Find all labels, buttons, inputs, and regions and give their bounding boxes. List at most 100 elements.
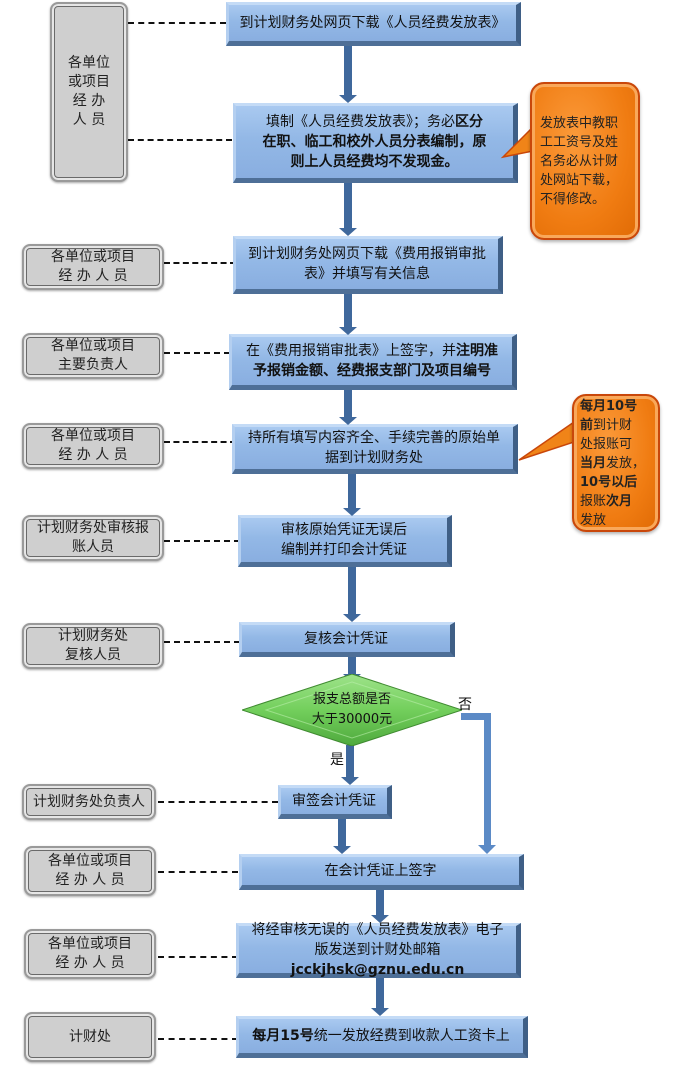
step-text-part: 审核原始凭证无误后: [281, 522, 407, 538]
role-label: 计财处: [69, 1028, 111, 1045]
role-box-unit-handler: 各单位或项目 经 办 人 员: [22, 423, 164, 469]
step-text-part: 编制并打印会计凭证: [281, 542, 407, 558]
step-text: 到计划财务处网页下载《人员经费发放表》: [239, 15, 506, 31]
step-download-salary-form: 到计划财务处网页下载《人员经费发放表》: [226, 2, 521, 46]
step-review-voucher: 复核会计凭证: [239, 622, 455, 657]
step-monthly-payout: 每月15号统一发放经费到收款人工资卡上: [236, 1016, 528, 1058]
step-text: 将经审核无误的《人员经费发放表》电子版发送到计财处邮箱 jcckjhsk@gznu…: [243, 920, 512, 980]
email-address: jcckjhsk@gznu.edu.cn: [290, 961, 465, 978]
step-audit-and-print-voucher: 审核原始凭证无误后编制并打印会计凭证: [238, 515, 452, 567]
role-label: 计划财务处审核报 账人员: [37, 520, 149, 555]
no-branch-arrowhead: [478, 845, 496, 854]
dashed-connector: [164, 441, 236, 443]
decision-text: 报支总额是否 大于30000元: [311, 692, 393, 727]
dashed-connector: [164, 352, 230, 354]
callout-payment-deadline-note: 每月10号 前到计财 处报账可 当月发放， 10号以后 报账次月 发放: [572, 394, 660, 532]
step-text-part: 持所有填写内容齐全、手续完善的原始单: [248, 430, 500, 446]
dashed-connector: [158, 956, 238, 958]
callout-text-part: 处报账可: [580, 436, 633, 452]
callout-text-bold: 次月: [606, 493, 633, 509]
step-approve-voucher: 审签会计凭证: [278, 785, 392, 819]
step-text: 在会计凭证上签字: [324, 863, 437, 879]
dashed-connector: [164, 540, 240, 542]
callout-text-part: 报账: [580, 493, 607, 509]
step-email-salary-form: 将经审核无误的《人员经费发放表》电子版发送到计财处邮箱 jcckjhsk@gznu…: [236, 920, 521, 980]
role-box-finance-head: 计划财务处负责人: [22, 784, 156, 820]
dashed-connector: [158, 871, 238, 873]
step-text-part: 在《费用报销审批表》上签字，并: [246, 343, 456, 359]
step-sign-reimbursement-form: 在《费用报销审批表》上签字，并注明准予报销金额、经费报支部门及项目编号: [229, 334, 517, 390]
dashed-connector: [158, 1038, 238, 1040]
callout-text-bold: 当月: [580, 455, 607, 471]
dashed-connector: [158, 801, 278, 803]
decision-no-label: 否: [458, 697, 472, 713]
callout-text-bold: 前: [580, 417, 594, 433]
step-text-part: 统一发放经费到收款人工资卡上: [313, 1028, 510, 1044]
flow-arrow: [333, 819, 351, 854]
flow-arrow: [339, 183, 357, 236]
callout-text-part: 发放: [580, 512, 607, 528]
role-label: 各单位或项目 经 办 人 员: [51, 249, 135, 284]
role-box-finance-office: 计财处: [24, 1012, 156, 1062]
step-text: 到计划财务处网页下载《费用报销审批表》并填写有关信息: [248, 244, 486, 284]
decision-diamond: [242, 674, 462, 746]
flow-arrow: [339, 46, 357, 103]
role-box-unit-handler: 各单位 或项目 经 办 人 员: [50, 2, 128, 182]
dashed-connector: [164, 641, 240, 643]
flow-arrow-yes: [341, 745, 359, 785]
role-box-unit-handler: 各单位或项目 经 办 人 员: [22, 244, 164, 290]
decision-yes-label: 是: [330, 752, 344, 768]
flow-arrow: [339, 390, 357, 425]
callout-text-part: 发放，: [606, 455, 646, 471]
role-label: 各单位或项目 经 办 人 员: [48, 936, 132, 971]
step-fill-salary-form: 填制《人员经费发放表》；务必区分 在职、临工和校外人员分表编制，原 则上人员经费…: [233, 103, 518, 183]
step-download-reimbursement-form: 到计划财务处网页下载《费用报销审批表》并填写有关信息: [233, 236, 503, 294]
step-text-part: 版发送到计财处邮箱: [314, 941, 441, 958]
role-label: 各单位或项目 经 办 人 员: [51, 428, 135, 463]
dashed-connector: [164, 262, 236, 264]
step-text: 审签会计凭证: [292, 793, 376, 809]
step-text-bold: 每月15号: [252, 1028, 314, 1044]
step-submit-documents: 持所有填写内容齐全、手续完善的原始单据到计划财务处: [232, 424, 518, 474]
flow-arrow: [371, 890, 389, 923]
dashed-connector: [128, 139, 232, 141]
callout-text-bold: 10号以后: [580, 474, 638, 490]
step-text: 每月15号统一发放经费到收款人工资卡上: [252, 1026, 509, 1046]
step-text-bold: 在职、临工和校外人员分表编制，原: [262, 134, 487, 150]
step-text-part: 据到计划财务处: [325, 450, 423, 466]
step-text: 持所有填写内容齐全、手续完善的原始单据到计划财务处: [248, 428, 500, 468]
dashed-connector: [128, 22, 226, 24]
step-text-bold: 区分: [455, 114, 483, 130]
step-text-bold: 则上人员经费均不发现金。: [290, 154, 459, 170]
callout-text-part: 到计财: [593, 417, 633, 433]
no-branch-horizontal: [461, 713, 491, 720]
role-box-finance-auditor: 计划财务处审核报 账人员: [22, 515, 164, 561]
flow-arrow: [343, 657, 361, 682]
step-text: 在《费用报销审批表》上签字，并注明准予报销金额、经费报支部门及项目编号: [246, 341, 498, 381]
flow-arrow: [339, 294, 357, 335]
step-text-part: 将经审核无误的《人员经费发放表》电子: [251, 921, 504, 938]
role-label: 各单位 或项目 经 办 人 员: [68, 55, 110, 128]
step-text: 审核原始凭证无误后编制并打印会计凭证: [281, 520, 407, 560]
step-text-bold: 予报销金额、经费报支部门及项目编号: [253, 363, 491, 379]
step-text-part: 表》并填写有关信息: [304, 266, 430, 282]
role-box-unit-handler: 各单位或项目 经 办 人 员: [24, 929, 156, 979]
step-text-part: 填制《人员经费发放表》；务必: [266, 114, 455, 130]
step-text-bold: 注明准: [456, 343, 498, 359]
step-text: 填制《人员经费发放表》；务必区分 在职、临工和校外人员分表编制，原 则上人员经费…: [263, 112, 487, 172]
callout-pointer: [518, 420, 575, 461]
flow-arrow: [371, 978, 389, 1016]
role-box-finance-reviewer: 计划财务处 复核人员: [22, 623, 164, 669]
step-text-part: 到计划财务处网页下载《费用报销审批: [248, 246, 486, 262]
callout-text: 发放表中教职 工工资号及姓 名务必从计财 处网站下载， 不得修改。: [540, 115, 619, 207]
role-label: 各单位或项目 经 办 人 员: [48, 853, 132, 888]
role-label: 计划财务处 复核人员: [58, 628, 128, 663]
callout-salary-form-note: 发放表中教职 工工资号及姓 名务必从计财 处网站下载， 不得修改。: [530, 82, 640, 240]
role-box-unit-handler: 各单位或项目 经 办 人 员: [24, 846, 156, 896]
step-sign-voucher: 在会计凭证上签字: [239, 854, 524, 890]
no-branch-vertical: [484, 713, 491, 845]
flow-arrow: [343, 567, 361, 622]
role-label: 各单位或项目 主要负责人: [51, 338, 135, 373]
callout-text-bold: 每月10号: [580, 398, 638, 414]
role-label: 计划财务处负责人: [33, 793, 145, 810]
